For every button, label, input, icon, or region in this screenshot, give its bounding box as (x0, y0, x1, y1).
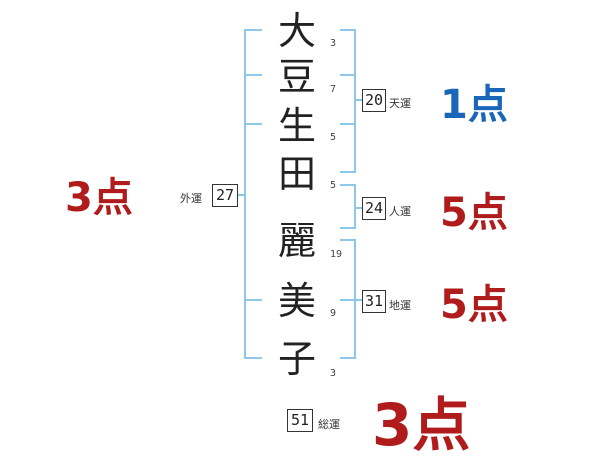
name-char-1: 大 (277, 9, 316, 53)
name-char-3: 生 (277, 104, 316, 148)
name-char-4: 田 (277, 152, 316, 196)
tenkaku-score: 1点 (440, 82, 508, 128)
stroke-count-7: 3 (330, 368, 337, 379)
gaikaku-score: 3点 (65, 175, 133, 221)
name-char-2: 豆 (277, 55, 316, 99)
chikaku-label: 地運 (389, 299, 411, 312)
soukaku-label: 総運 (318, 418, 340, 431)
gaikaku-value: 27 (212, 184, 238, 207)
tenkaku-value: 20 (362, 89, 386, 112)
stroke-count-5: 19 (330, 249, 343, 260)
gaikaku-label: 外運 (180, 192, 202, 205)
stroke-count-3: 5 (330, 132, 337, 143)
stroke-count-1: 3 (330, 38, 337, 49)
tenkaku-label: 天運 (389, 97, 411, 110)
chikaku-score: 5点 (440, 282, 508, 328)
stroke-count-6: 9 (330, 308, 337, 319)
jinkaku-score: 5点 (440, 190, 508, 236)
stroke-count-4: 5 (330, 180, 337, 191)
soukaku-value: 51 (287, 409, 313, 432)
name-char-7: 子 (277, 337, 316, 381)
jinkaku-label: 人運 (389, 205, 411, 218)
chikaku-value: 31 (362, 290, 386, 313)
name-char-5: 麗 (277, 219, 316, 263)
stroke-count-2: 7 (330, 84, 337, 95)
name-char-6: 美 (277, 279, 316, 323)
soukaku-score: 3点 (372, 391, 471, 459)
jinkaku-value: 24 (362, 197, 386, 220)
